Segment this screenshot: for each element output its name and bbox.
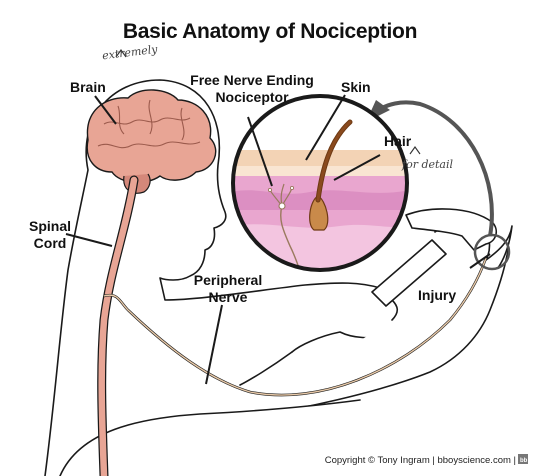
label-nociceptor: Nociceptor (215, 89, 289, 105)
label-spinal-cord: Spinal Cord (20, 218, 80, 252)
label-skin: Skin (341, 79, 371, 95)
label-peripheral-nerve: Peripheral Nerve (186, 272, 270, 306)
label-peripheral: Peripheral (193, 272, 263, 288)
leader-lines (65, 94, 491, 385)
logo-icon (518, 454, 528, 464)
copyright-notice: Copyright © Tony Ingram | bboyscience.co… (324, 455, 516, 466)
label-nerve: Nerve (208, 289, 248, 305)
skin-magnification (231, 94, 409, 272)
label-brain: Brain (70, 79, 106, 95)
label-injury: Injury (418, 287, 457, 303)
annotation-for-detail: for detail (402, 158, 454, 171)
label-hair: Hair (384, 133, 412, 149)
svg-text:bb: bb (520, 458, 528, 464)
hammer (371, 208, 498, 307)
label-free-nerve-ending-line1: Free Nerve Ending (190, 72, 314, 88)
label-free-nerve-ending: Free Nerve Ending Nociceptor (180, 72, 324, 106)
label-spinal: Spinal (28, 218, 71, 234)
zoom-arrow (374, 100, 494, 237)
diagram-title: Basic Anatomy of Nociception (122, 20, 418, 43)
label-cord: Cord (33, 235, 67, 251)
